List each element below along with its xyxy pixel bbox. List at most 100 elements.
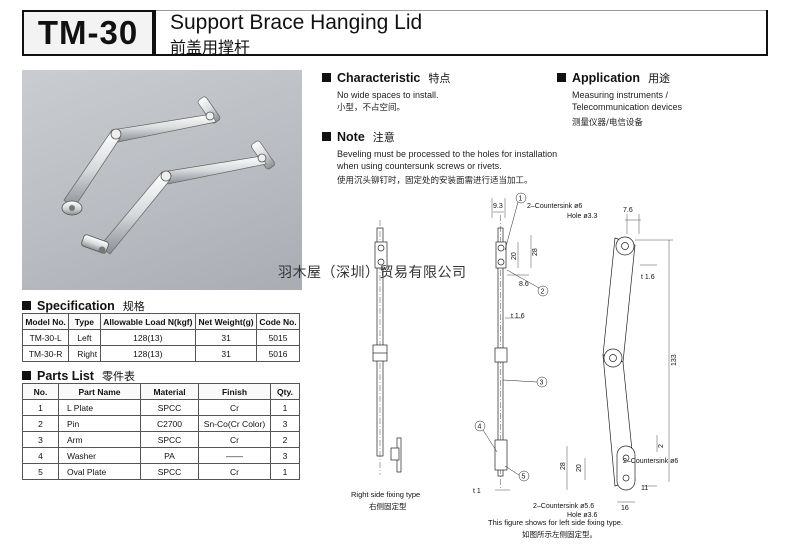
callout-2: 2 (541, 289, 545, 296)
spec-header-row: Model No. Type Allowable Load N(kgf) Net… (21, 313, 300, 330)
dim-7-6: 7.6 (623, 207, 633, 214)
table-row: 5 Oval Plate SPCC Cr 1 (22, 463, 300, 480)
note-text-1: Beveling must be processed to the holes … (337, 149, 558, 159)
dim-9-3: 9.3 (493, 203, 503, 210)
dim-133: 133 (671, 354, 678, 366)
callout-1: 1 (519, 196, 523, 203)
dim-countersink-6-bottom: 2–Countersink ø6 (623, 458, 678, 465)
caption-left-en: This figure shows for left side fixing t… (488, 518, 623, 527)
parts-col-name: Part Name (58, 383, 141, 400)
parts-cell: 1 (270, 399, 300, 416)
page-title-cn: 前盖用撑杆 (170, 38, 251, 57)
side-view (491, 198, 532, 491)
table-row: 4 Washer PA —— 3 (22, 447, 300, 464)
parts-col-material: Material (140, 383, 199, 400)
spec-col-load: Allowable Load N(kgf) (99, 313, 197, 330)
dim-8-6: 8.6 (519, 281, 529, 288)
dim-t-1-6-side: t 1.6 (511, 313, 525, 320)
callout-5: 5 (522, 474, 526, 481)
company-watermark: 羽木屋（深圳）贸易有限公司 (278, 265, 467, 281)
callout-4: 4 (478, 424, 482, 431)
parts-cell: 3 (270, 447, 300, 464)
parts-cell: Oval Plate (58, 463, 141, 480)
table-row: 2 Pin C2700 Sn-Co(Cr Color) 3 (22, 415, 300, 432)
dim-20-top: 20 (511, 252, 518, 260)
callouts (474, 192, 549, 482)
spec-cell: TM-30-L (21, 329, 70, 346)
caption-right-en: Right side fixing type (351, 490, 420, 499)
spec-col-type: Type (68, 313, 101, 330)
caption-left-cn: 如图所示左侧固定型。 (522, 529, 597, 539)
spec-col-model: Model No. (21, 313, 70, 330)
spec-cell: 31 (195, 345, 258, 362)
parts-cell: Cr (198, 431, 271, 448)
dim-t-1: t 1 (473, 488, 481, 495)
brace-photo-illustration (61, 96, 275, 255)
spec-cell: TM-30-R (21, 345, 70, 362)
characteristic-text: No wide spaces to install. (337, 90, 439, 100)
dim-t-1-6-front: t 1.6 (641, 274, 655, 281)
spec-cell: 128(13) (99, 345, 197, 362)
page-title: Support Brace Hanging Lid (170, 11, 423, 34)
specification-table: Model No. Type Allowable Load N(kgf) Net… (21, 313, 300, 362)
parts-cell: SPCC (140, 399, 199, 416)
table-row: 3 Arm SPCC Cr 2 (22, 431, 300, 448)
header-rule-top (154, 10, 768, 11)
model-number: TM-30 (37, 14, 139, 51)
parts-header-row: No. Part Name Material Finish Qty. (22, 383, 300, 400)
parts-cell: 3 (22, 431, 59, 448)
spec-cell: 5016 (256, 345, 300, 362)
parts-cell: 4 (22, 447, 59, 464)
dim-28-top: 28 (532, 248, 539, 256)
parts-cell: 2 (270, 431, 300, 448)
spec-cell: Left (68, 329, 101, 346)
application-text-cn: 测量仪器/电信设备 (572, 118, 643, 128)
spec-cell: Right (68, 345, 101, 362)
table-row: TM-30-R Right 128(13) 31 5016 (21, 345, 300, 362)
callout-3: 3 (540, 380, 544, 387)
parts-cell: —— (198, 447, 271, 464)
spec-col-code: Code No. (256, 313, 300, 330)
dim-hole-3-6: Hole ø3.6 (567, 512, 597, 519)
parts-cell: 3 (270, 415, 300, 432)
spec-cell: 128(13) (99, 329, 197, 346)
parts-cell: Washer (58, 447, 141, 464)
right-side-fixing-view (372, 220, 402, 475)
dim-28-bottom: 28 (560, 462, 567, 470)
parts-cell: 5 (22, 463, 59, 480)
dim-20-bottom: 20 (576, 464, 583, 472)
parts-list-table: No. Part Name Material Finish Qty. 1 L P… (22, 383, 300, 480)
product-photo (22, 70, 302, 290)
characteristic-text-cn: 小型，不占空间。 (337, 103, 406, 113)
parts-cell: Cr (198, 399, 271, 416)
parts-col-no: No. (22, 383, 59, 400)
dim-countersink-6: 2–Countersink ø6 (527, 203, 582, 210)
application-text-2: Telecommunication devices (572, 102, 683, 112)
dim-16: 16 (621, 505, 629, 512)
spec-col-weight: Net Weight(g) (195, 313, 258, 330)
dim-countersink-5-6: 2–Countersink ø5.6 (533, 503, 594, 510)
note-text-2: when using countersunk screws or rivets. (337, 161, 502, 171)
header-rule-bottom (154, 54, 768, 56)
front-view (566, 214, 673, 503)
model-box (22, 10, 154, 56)
table-row: 1 L Plate SPCC Cr 1 (22, 399, 300, 416)
dim-2: 2 (658, 444, 665, 448)
parts-cell: 1 (270, 463, 300, 480)
parts-col-finish: Finish (198, 383, 271, 400)
parts-cell: L Plate (58, 399, 141, 416)
note-text-cn: 使用沉头铆钉时，固定处的安装面需进行适当加工。 (337, 176, 533, 186)
parts-cell: C2700 (140, 415, 199, 432)
parts-cell: Cr (198, 463, 271, 480)
header-rule-left (154, 10, 156, 56)
parts-cell: PA (140, 447, 199, 464)
parts-cell: Arm (58, 431, 141, 448)
caption-right-cn: 右侧固定型 (369, 501, 407, 511)
parts-cell: Sn-Co(Cr Color) (198, 415, 271, 432)
header-rule-right (766, 10, 768, 56)
